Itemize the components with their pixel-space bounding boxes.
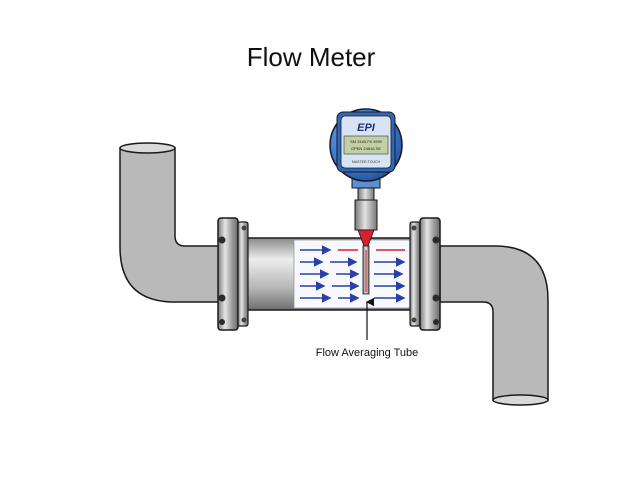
outlet-flange bbox=[409, 217, 441, 331]
transmitter-head: EPI SM 3165 F6 4999 OPEN 24816 SE MASTER… bbox=[329, 108, 403, 189]
callout-label: Flow Averaging Tube bbox=[316, 347, 419, 359]
outlet-pipe bbox=[439, 245, 549, 406]
slide-title: Flow Meter bbox=[246, 42, 376, 72]
averaging-tube-probe bbox=[354, 185, 378, 295]
transmitter-bottom-label: MASTER-TOUCH bbox=[352, 160, 381, 164]
transmitter-display-line-1: SM 3165 F6 4999 bbox=[350, 139, 383, 144]
transmitter-display-line-2: OPEN 24816 SE bbox=[351, 146, 381, 151]
inlet-flange bbox=[217, 217, 249, 331]
flow-arrows bbox=[300, 245, 406, 303]
transmitter-brand: EPI bbox=[357, 122, 376, 134]
